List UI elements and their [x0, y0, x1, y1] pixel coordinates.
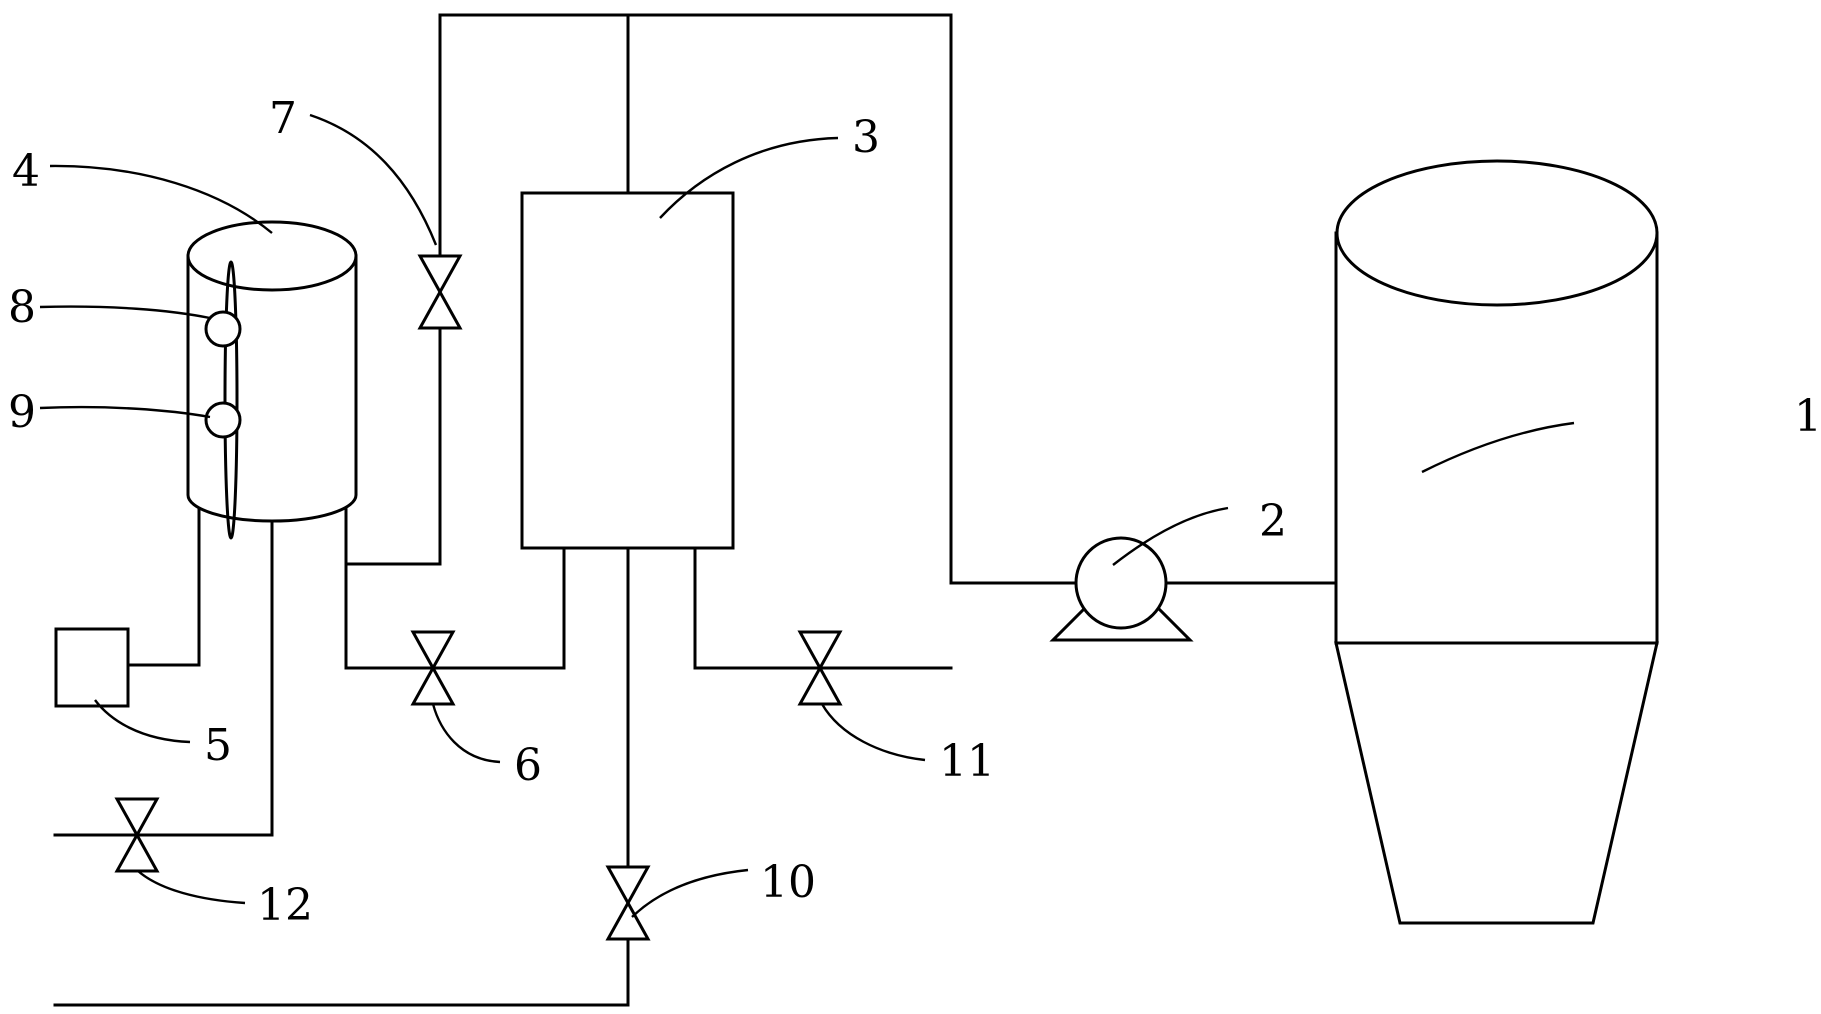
buffer-tank-body — [186, 254, 358, 523]
label-valve-12: 12 — [257, 880, 313, 931]
label-pump: 2 — [1259, 496, 1287, 547]
pump — [1049, 536, 1194, 642]
valve-7-lower — [417, 288, 463, 330]
leader-3 — [659, 136, 839, 219]
leader-2 — [1112, 506, 1229, 566]
leader-4 — [49, 164, 273, 234]
level-sensor-upper — [204, 310, 242, 348]
valve-6-lower — [410, 664, 456, 706]
pipe-valve11-line — [693, 546, 953, 670]
valve-11-lower — [797, 664, 843, 706]
buffer-tank — [186, 220, 358, 540]
label-buffer-tank: 4 — [12, 146, 40, 197]
label-sensor-8: 8 — [8, 282, 36, 333]
leader-lines — [39, 113, 1575, 918]
pipe-header-to-pump — [949, 13, 1077, 585]
valve-10-lower — [605, 899, 651, 941]
part-labels: 1 2 3 4 5 6 7 8 9 10 11 12 — [8, 93, 1821, 931]
pipe-valve10-line — [53, 546, 630, 1007]
leader-8 — [39, 305, 211, 320]
leader-1 — [1421, 421, 1575, 474]
label-filter: 3 — [852, 112, 880, 163]
label-valve-10: 10 — [760, 857, 816, 908]
label-valve-7: 7 — [269, 93, 297, 144]
valve-11-upper — [797, 630, 843, 672]
leader-5 — [94, 699, 191, 744]
silo-top — [1335, 159, 1659, 307]
leader-12 — [137, 870, 246, 905]
label-valve-11: 11 — [939, 736, 995, 787]
leader-6 — [431, 703, 501, 764]
valve-10-upper — [605, 865, 651, 907]
label-valve-6: 6 — [514, 740, 542, 791]
dosing-device — [54, 627, 130, 708]
leader-11 — [820, 703, 926, 762]
pipe-valve7-line — [344, 13, 442, 566]
leader-7 — [309, 113, 438, 246]
valve-10 — [605, 865, 651, 941]
pipe-valve12-line — [53, 518, 274, 837]
silo-hopper — [1334, 641, 1659, 925]
level-sensor-lower — [204, 401, 242, 439]
valve-12-upper — [114, 797, 160, 839]
pipe-valve6-line — [344, 546, 566, 670]
valve-12-lower — [114, 831, 160, 873]
leader-9 — [39, 405, 211, 419]
label-silo: 1 — [1794, 391, 1821, 442]
pump-casing — [1074, 536, 1168, 630]
pipe-tank-to-device5 — [128, 503, 201, 667]
valve-7 — [417, 254, 463, 330]
level-gauge-tube — [223, 260, 239, 540]
valve-12 — [114, 797, 160, 873]
label-device-5: 5 — [204, 720, 232, 771]
valve-6-upper — [410, 630, 456, 672]
valve-11 — [797, 630, 843, 706]
filter-unit — [520, 191, 735, 550]
storage-silo — [1334, 159, 1659, 925]
label-sensor-9: 9 — [8, 387, 36, 438]
leader-10 — [631, 868, 749, 918]
valve-7-upper — [417, 254, 463, 296]
